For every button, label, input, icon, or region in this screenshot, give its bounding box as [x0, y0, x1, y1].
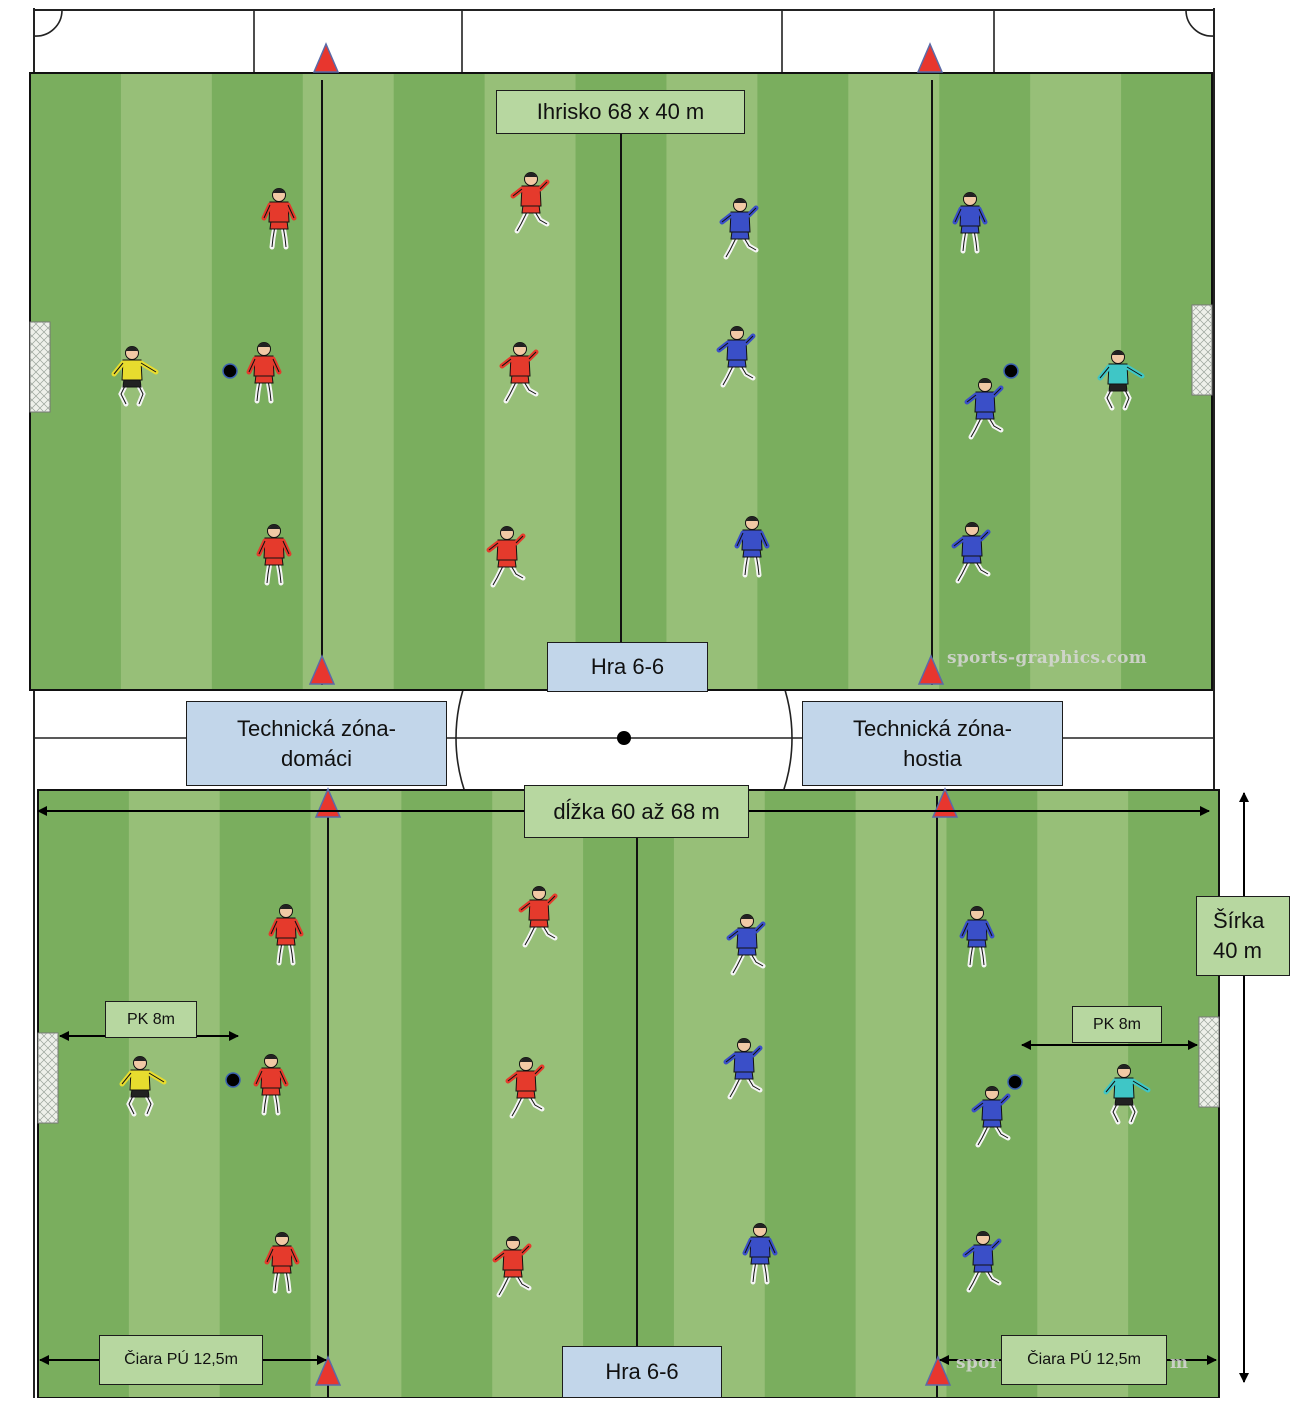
watermark-bottom-left: spor: [956, 1353, 999, 1373]
grass-stripe: [855, 790, 948, 1398]
ball: [225, 1072, 241, 1088]
playing-area-bottom: [37, 789, 1220, 1399]
player-home: [486, 526, 526, 588]
grass-stripe: [666, 73, 758, 690]
goal-right-top: [1191, 304, 1213, 396]
penalty-line-label-right: Čiara PÚ 12,5m: [1001, 1335, 1167, 1385]
playing-area-top: [29, 72, 1213, 691]
technical-zone-away: Technická zóna- hostia: [802, 701, 1063, 786]
grass-stripe: [310, 790, 402, 1398]
grass-stripe: [302, 73, 395, 690]
player-away: [726, 914, 766, 976]
player-away: [734, 516, 770, 578]
player-home: [246, 342, 282, 404]
grass-stripe: [757, 73, 849, 690]
grass-stripe: [583, 790, 675, 1398]
player-home: [499, 342, 539, 404]
grass-stripe: [764, 790, 857, 1398]
goalkeeper-away: [1097, 350, 1145, 411]
player-home: [518, 886, 558, 948]
cone-marker: [314, 1355, 342, 1386]
pk-label-left: PK 8m: [105, 1001, 197, 1038]
goalkeeper-home: [119, 1056, 167, 1117]
player-home: [492, 1236, 532, 1298]
watermark-bottom-right: m: [1170, 1353, 1189, 1373]
game-format-label-bottom: Hra 6-6: [562, 1346, 722, 1398]
grass-stripe: [1030, 73, 1122, 690]
cone-marker: [312, 42, 340, 73]
player-away: [716, 326, 756, 388]
player-away: [971, 1086, 1011, 1148]
player-away: [964, 378, 1004, 440]
player-home: [268, 904, 304, 966]
player-home: [261, 188, 297, 250]
grass-stripe: [673, 790, 766, 1398]
grass-stripe: [484, 73, 577, 690]
grass-stripe: [492, 790, 584, 1398]
grass-stripe: [1037, 790, 1129, 1398]
player-home: [256, 524, 292, 586]
ball: [1007, 1074, 1023, 1090]
field-size-label: Ihrisko 68 x 40 m: [496, 90, 745, 134]
goal-right-bottom: [1198, 1016, 1220, 1108]
player-away: [719, 198, 759, 260]
player-away: [742, 1223, 778, 1285]
player-home: [253, 1054, 289, 1116]
grass-stripe: [393, 73, 486, 690]
cone-marker: [924, 1355, 952, 1386]
cone-marker: [916, 42, 944, 73]
length-label: dĺžka 60 až 68 m: [524, 785, 749, 838]
goal-left-top: [29, 321, 51, 413]
player-away: [952, 192, 988, 254]
cone-marker: [308, 654, 336, 685]
player-away: [959, 906, 995, 968]
width-label: Šírka 40 m: [1196, 896, 1290, 976]
goal-left-bottom: [37, 1032, 59, 1124]
player-home: [510, 172, 550, 234]
player-home: [264, 1232, 300, 1294]
player-home: [505, 1057, 545, 1119]
player-away: [723, 1038, 763, 1100]
grass-stripe: [848, 73, 940, 690]
pk-label-right: PK 8m: [1072, 1006, 1162, 1043]
player-away: [951, 522, 991, 584]
watermark-top: sports-graphics.com: [947, 648, 1148, 668]
player-away: [962, 1231, 1002, 1293]
ball: [222, 363, 238, 379]
goalkeeper-home: [111, 346, 159, 407]
grass-stripe: [401, 790, 493, 1398]
ball: [1003, 363, 1019, 379]
game-format-label-top: Hra 6-6: [547, 642, 708, 692]
goalkeeper-away: [1103, 1064, 1151, 1125]
cone-marker: [917, 654, 945, 685]
technical-zone-home: Technická zóna- domáci: [186, 701, 447, 786]
penalty-line-label-left: Čiara PÚ 12,5m: [99, 1335, 263, 1385]
